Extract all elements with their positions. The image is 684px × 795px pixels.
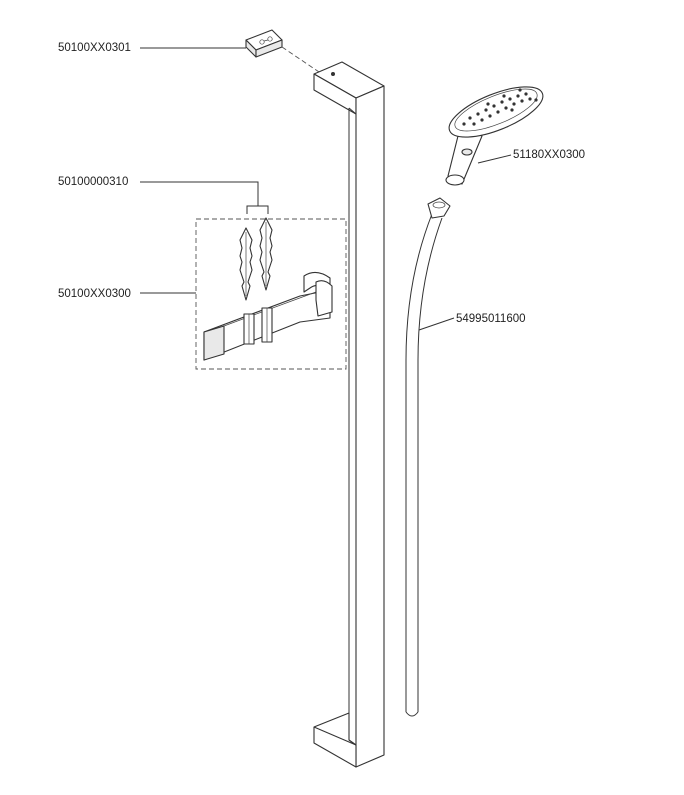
callout-shower-hose: 54995011600 xyxy=(418,313,526,331)
label-wall-bracket: 50100XX0301 xyxy=(58,42,131,54)
shower-hose-part xyxy=(405,197,451,717)
leader-shower-hose xyxy=(418,317,455,331)
callout-fixing-anchors: 50100000310 xyxy=(58,176,269,214)
leader-fork-fixing-anchors xyxy=(246,205,269,214)
hand-shower-part xyxy=(445,86,544,186)
callout-wall-bracket: 50100XX0301 xyxy=(58,42,246,54)
label-slider-holder: 50100XX0300 xyxy=(58,288,131,300)
label-shower-hose: 54995011600 xyxy=(456,313,526,325)
leader-hand-shower xyxy=(477,154,512,164)
slider-holder-part xyxy=(203,271,333,361)
leader-fixing-anchors xyxy=(140,181,259,206)
shower-rail-part xyxy=(313,61,385,768)
assembly-line-bracket xyxy=(281,46,323,75)
fixing-anchor-right xyxy=(259,217,273,291)
spray-nozzles xyxy=(462,88,538,126)
wall-bracket-part xyxy=(245,29,323,75)
callout-slider-holder: 50100XX0300 xyxy=(58,288,196,300)
fixing-anchor-left xyxy=(239,227,253,301)
label-hand-shower: 51180XX0300 xyxy=(513,149,585,161)
label-fixing-anchors: 50100000310 xyxy=(58,176,128,188)
slider-group-box xyxy=(195,218,347,370)
callout-hand-shower: 51180XX0300 xyxy=(477,149,585,164)
